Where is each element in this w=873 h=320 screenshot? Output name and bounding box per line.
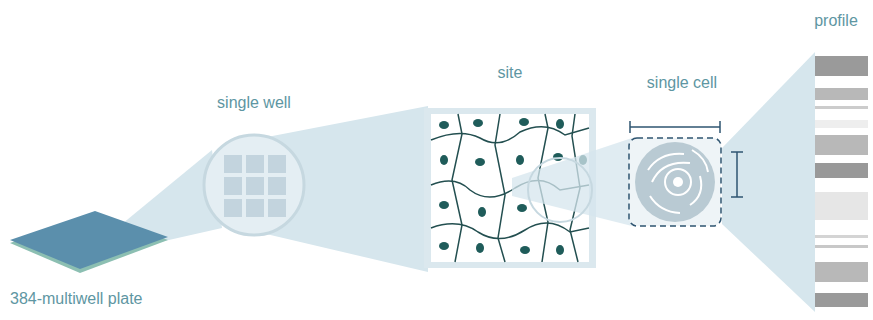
height-bracket bbox=[736, 152, 738, 197]
well-node: single well bbox=[194, 92, 314, 238]
plate-node: 384-multiwell plate bbox=[4, 208, 204, 312]
well-circle bbox=[204, 135, 304, 235]
cell-organelles bbox=[648, 150, 708, 213]
cell-box bbox=[629, 138, 721, 226]
profile-bars bbox=[815, 56, 868, 307]
zoom-funnel bbox=[512, 138, 632, 226]
width-bracket bbox=[630, 126, 720, 128]
zoom-funnel bbox=[722, 52, 815, 312]
node-heading: 384-multiwell plate bbox=[4, 290, 204, 308]
site-node: site bbox=[420, 62, 600, 272]
well-sites bbox=[224, 155, 286, 217]
cell-highlight bbox=[528, 158, 592, 222]
plate-top bbox=[10, 211, 168, 269]
node-heading: single cell bbox=[612, 74, 752, 92]
profile-node: profile bbox=[800, 8, 872, 312]
cell-node: single cell bbox=[612, 72, 752, 230]
node-heading: single well bbox=[194, 94, 314, 112]
node-heading: profile bbox=[800, 12, 872, 30]
cell-body bbox=[635, 142, 715, 222]
node-heading: site bbox=[420, 64, 600, 82]
